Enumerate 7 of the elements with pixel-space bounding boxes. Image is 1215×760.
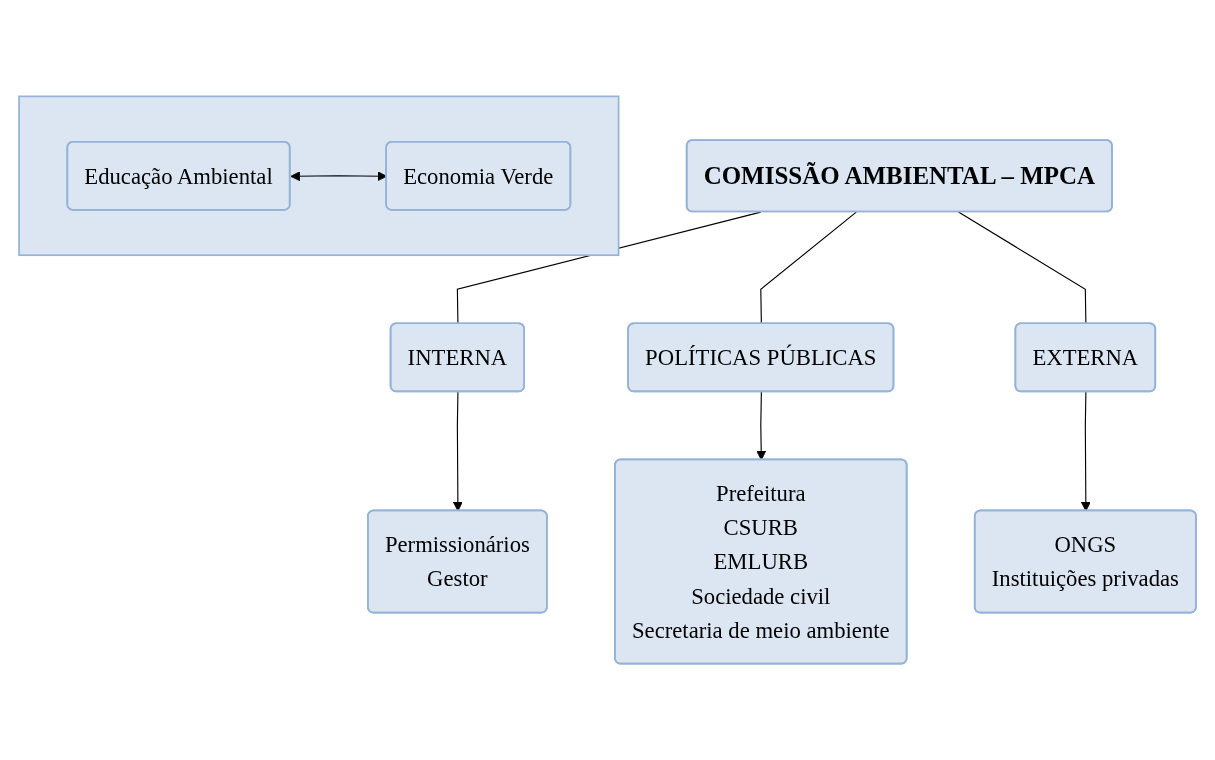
connector [760, 211, 857, 325]
arrow [1080, 391, 1091, 512]
connector [957, 211, 1087, 325]
cluster [18, 95, 620, 257]
connector [456, 211, 762, 325]
arrow [452, 391, 463, 512]
arrow [756, 391, 767, 461]
